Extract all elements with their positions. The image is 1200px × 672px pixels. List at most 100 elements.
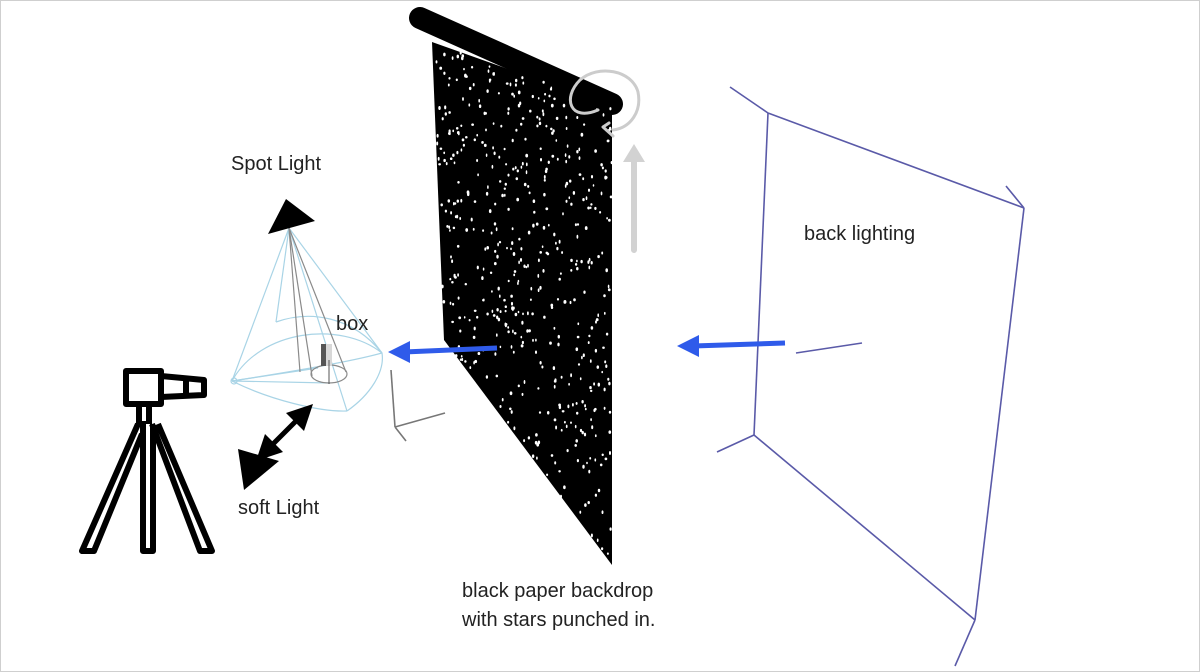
star-hole [590, 533, 593, 538]
star-hole [571, 403, 574, 407]
star-hole [580, 259, 583, 264]
star-hole [452, 226, 456, 230]
star-hole [543, 192, 546, 197]
star-hole [532, 199, 536, 203]
star-hole [513, 332, 517, 335]
star-hole [438, 163, 441, 166]
star-hole [519, 257, 523, 262]
star-hole [470, 217, 473, 222]
star-hole [461, 138, 465, 142]
star-hole [447, 199, 451, 203]
star-hole [589, 206, 592, 210]
star-hole [574, 443, 577, 447]
star-hole [576, 335, 580, 339]
star-hole [451, 320, 454, 324]
star-hole [584, 407, 587, 411]
star-hole [507, 330, 510, 334]
star-hole [455, 127, 459, 130]
star-hole [590, 261, 593, 265]
star-hole [565, 115, 568, 120]
star-hole [483, 111, 486, 116]
star-hole [522, 81, 525, 85]
star-hole [534, 440, 538, 445]
star-hole [557, 334, 561, 339]
star-hole [608, 430, 612, 434]
star-hole [514, 312, 518, 317]
star-hole [527, 184, 530, 188]
star-hole [523, 380, 526, 384]
star-hole [543, 175, 546, 179]
star-hole [461, 54, 465, 58]
star-hole [605, 364, 608, 368]
star-hole [470, 65, 474, 69]
star-hole [504, 182, 507, 186]
star-hole [522, 312, 524, 316]
star-hole [576, 223, 580, 226]
star-hole [511, 306, 514, 311]
box [321, 344, 332, 384]
star-hole [498, 240, 502, 244]
star-hole [546, 411, 550, 415]
star-hole [575, 347, 579, 352]
star-hole [542, 112, 545, 117]
star-hole [521, 392, 524, 396]
star-hole [520, 165, 523, 169]
star-hole [547, 223, 550, 227]
star-hole [607, 288, 611, 292]
star-hole [587, 501, 590, 505]
star-hole [591, 425, 594, 430]
star-hole [511, 138, 514, 143]
star-hole [576, 259, 578, 263]
star-hole [559, 494, 563, 499]
star-hole [550, 303, 554, 308]
rotate-arrow-icon [568, 69, 645, 253]
star-hole [603, 311, 606, 315]
star-hole [492, 146, 494, 150]
star-hole [584, 226, 588, 231]
star-hole [460, 198, 463, 203]
star-hole [582, 197, 585, 202]
star-hole [512, 329, 514, 334]
star-hole [525, 265, 528, 269]
star-hole [504, 305, 507, 309]
star-hole [599, 463, 603, 467]
star-hole [545, 124, 548, 128]
star-hole [606, 139, 610, 143]
star-hole [491, 290, 493, 293]
star-hole [485, 128, 487, 132]
star-hole [444, 105, 447, 110]
star-hole [501, 193, 504, 198]
star-hole [587, 341, 590, 345]
star-hole [493, 151, 496, 156]
star-hole [503, 298, 506, 302]
star-hole [575, 401, 578, 405]
star-hole [453, 273, 456, 277]
star-hole [482, 267, 485, 271]
star-hole [566, 144, 569, 148]
star-hole [569, 300, 572, 305]
star-hole [583, 123, 586, 126]
back-lighting-frame [716, 86, 1025, 667]
star-hole [564, 153, 567, 158]
star-hole [534, 350, 538, 354]
star-hole [527, 436, 531, 440]
star-hole [542, 225, 546, 230]
star-hole [607, 377, 610, 381]
star-hole [539, 361, 542, 365]
star-hole [448, 129, 451, 134]
star-hole [568, 382, 570, 386]
star-hole [606, 217, 608, 220]
star-hole [449, 277, 452, 281]
star-hole [594, 149, 597, 153]
star-hole [496, 315, 499, 320]
star-hole [543, 178, 546, 182]
star-hole [521, 161, 524, 166]
star-hole [601, 510, 604, 515]
star-hole [608, 410, 612, 414]
star-hole [462, 143, 466, 147]
star-hole [469, 366, 472, 370]
star-hole [512, 252, 516, 256]
star-hole [583, 290, 586, 294]
star-hole [539, 157, 543, 162]
star-hole [555, 241, 557, 245]
